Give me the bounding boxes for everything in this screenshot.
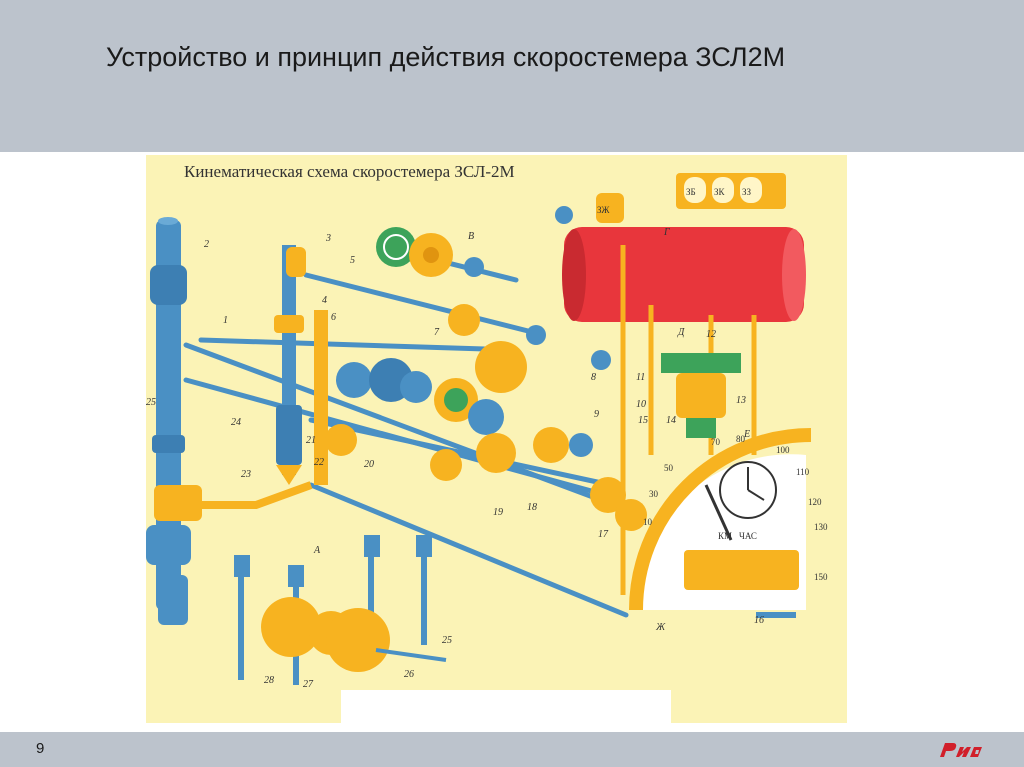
part-label: 3 [325, 233, 331, 244]
middle-gear-stack [325, 325, 647, 531]
dial-tick: 120 [808, 497, 822, 507]
slide-title: Устройство и принцип действия скоростеме… [106, 42, 786, 72]
part-label: 24 [231, 417, 241, 428]
part-label: Д [677, 327, 685, 338]
part-label: 17 [598, 529, 609, 540]
kinematic-diagram: Кинематическая схема скоростемера ЗСЛ-2М [146, 155, 847, 723]
top-gear-cluster [376, 227, 484, 336]
bottom-assembly [234, 535, 447, 685]
part-label: 26 [404, 669, 414, 680]
part-label: 10 [636, 399, 646, 410]
dial-tick: 110 [796, 467, 810, 477]
part-label: 25 [146, 397, 156, 408]
part-label: 12 [706, 329, 716, 340]
second-vertical-shaft [274, 245, 328, 485]
part-label: 11 [636, 372, 645, 383]
part-label: 9 [594, 409, 599, 420]
dial-tick: 10 [643, 517, 653, 527]
rzd-logo [936, 737, 986, 761]
paper-notch [341, 690, 671, 723]
linkage-bar [191, 481, 313, 509]
part-label: 8 [591, 372, 596, 383]
dial-tick: 150 [814, 572, 828, 582]
part-label: 18 [527, 502, 537, 513]
dial-tick: 70 [711, 437, 721, 447]
electromagnet [661, 353, 741, 438]
page-number: 9 [36, 740, 45, 757]
part-label: Ж [655, 622, 666, 633]
part-label: 13 [736, 395, 746, 406]
lamp-label: ЗК [714, 187, 726, 197]
dial-tick: 130 [814, 522, 828, 532]
slide-header: Устройство и принцип действия скоростеме… [0, 0, 1024, 152]
main-vertical-shaft [146, 217, 202, 625]
lamp-label: ЗЖ [597, 205, 610, 215]
dial-tick: 30 [649, 489, 659, 499]
part-label: 27 [303, 679, 314, 690]
part-label: 25 [442, 635, 452, 646]
part-label: 5 [350, 255, 355, 266]
lamp-block: ЗЖ ЗБ ЗК ЗЗ [555, 173, 786, 224]
part-label: Е [743, 429, 750, 440]
part-label: Г [663, 227, 670, 238]
dial-km-label: КМ [718, 531, 732, 541]
diagram-title: Кинематическая схема скоростемера ЗСЛ-2М [184, 162, 515, 181]
part-label: 28 [264, 675, 274, 686]
lamp-label: ЗБ [686, 187, 696, 197]
part-label: 4 [322, 295, 327, 306]
part-label: 23 [241, 469, 251, 480]
dial-tick: 100 [776, 445, 790, 455]
part-label: А [313, 545, 321, 556]
part-label: 7 [434, 327, 440, 338]
part-label: 2 [204, 239, 209, 250]
dial-hours-label: ЧАС [739, 531, 757, 541]
part-label: 16 [754, 615, 764, 626]
slide-footer: 9 [0, 732, 1024, 767]
dial-tick: 80 [736, 434, 746, 444]
lamp-label: ЗЗ [742, 187, 752, 197]
part-label: 20 [364, 459, 374, 470]
red-drum [562, 227, 806, 322]
part-label: 15 [638, 415, 648, 426]
part-label: В [468, 231, 474, 242]
part-label: 1 [223, 315, 228, 326]
dial-tick: 50 [664, 463, 674, 473]
part-label: 19 [493, 507, 503, 518]
speed-dial: КМ ЧАС 10 30 50 70 80 100 110 120 130 15… [629, 428, 828, 618]
horizontal-shafts [183, 252, 644, 618]
part-label: 14 [666, 415, 676, 426]
part-label: 21 [306, 435, 316, 446]
part-label: 22 [314, 457, 324, 468]
part-label: 6 [331, 312, 336, 323]
